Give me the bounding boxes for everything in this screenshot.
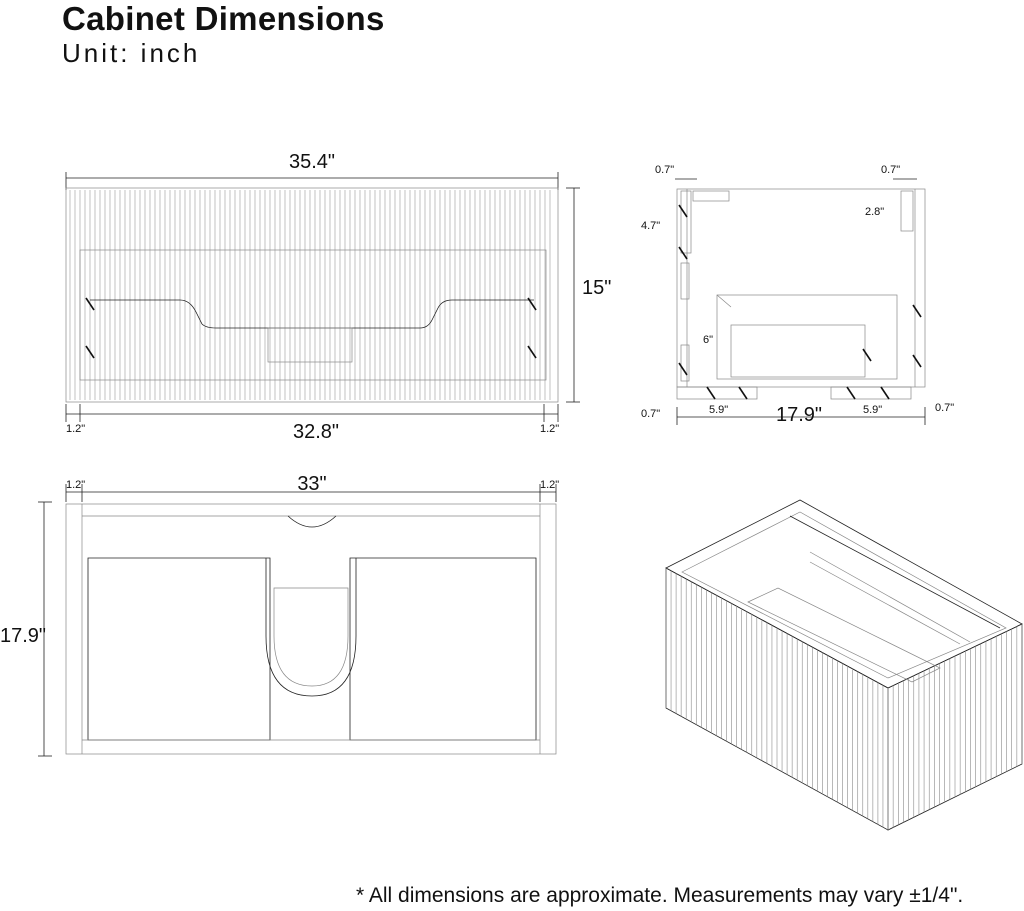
side-bottom-right-label: 0.7"	[935, 402, 954, 414]
top-right-margin-label: 1.2"	[540, 479, 559, 491]
front-left-margin-label: 1.2"	[66, 423, 85, 435]
front-inner-width-label: 32.8"	[293, 421, 339, 443]
side-view-diagram: 0.7" 0.7" 4.7" 2.8" 6" 0.7" 5.9" 17.9" 5…	[641, 164, 954, 426]
side-foot-left-label: 5.9"	[709, 404, 728, 416]
fluted-front-panel	[69, 190, 551, 400]
top-width-label: 33"	[297, 473, 326, 495]
unit-label: Unit: inch	[62, 38, 201, 68]
side-depth-label: 17.9"	[776, 404, 822, 426]
top-depth-label: 17.9"	[0, 625, 46, 647]
side-right-top-label: 0.7"	[881, 164, 900, 176]
front-height-label: 15"	[582, 277, 611, 299]
side-bottom-left-label: 0.7"	[641, 408, 660, 420]
side-foot-right-label: 5.9"	[863, 404, 882, 416]
front-view-diagram: 35.4" 15" 1.2" 32.8" 1.2"	[65, 151, 611, 443]
perspective-view-diagram	[665, 499, 1023, 831]
side-left-top-label: 0.7"	[655, 164, 674, 176]
footnote: * All dimensions are approximate. Measur…	[356, 884, 964, 907]
top-view-diagram: 1.2" 33" 1.2" 17.9"	[0, 473, 559, 757]
fluted-front-panel-3d	[665, 568, 1023, 830]
side-drawer-height-label: 6"	[703, 334, 713, 346]
page-title: Cabinet Dimensions	[62, 0, 385, 37]
side-left-side-label: 4.7"	[641, 220, 660, 232]
front-total-width-label: 35.4"	[289, 151, 335, 173]
side-right-side-label: 2.8"	[865, 206, 884, 218]
top-left-margin-label: 1.2"	[66, 479, 85, 491]
front-right-margin-label: 1.2"	[540, 423, 559, 435]
